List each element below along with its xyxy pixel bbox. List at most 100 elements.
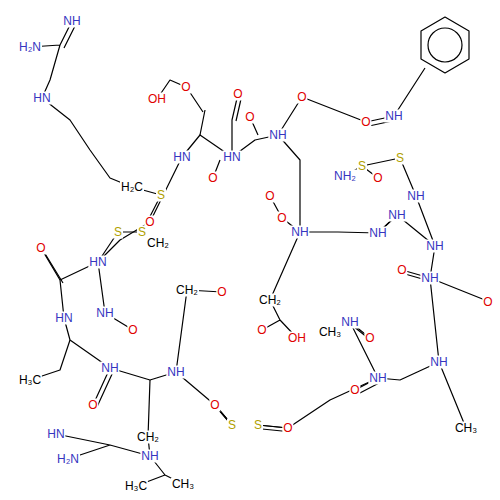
- atom-label-anchor: S: [357, 160, 367, 173]
- atom-label: HN: [54, 312, 73, 325]
- atom-label-anchor: HN: [172, 151, 191, 164]
- atom-label: O: [209, 399, 220, 412]
- atom-label: NH: [95, 307, 114, 320]
- atom-label: HN: [46, 428, 65, 441]
- atom-label-anchor: O: [87, 399, 98, 412]
- atom-label: H₂N: [56, 453, 80, 466]
- atom-label: HN: [32, 92, 51, 105]
- atom-label-anchor: NH: [62, 15, 81, 28]
- atom-label: NH: [406, 190, 425, 203]
- atom-label-anchor: HN: [88, 256, 107, 269]
- atom-label-anchor: H₃C: [124, 480, 148, 493]
- atom-label-anchor: CH₂: [136, 431, 160, 444]
- atom-label-anchor: O: [35, 242, 46, 255]
- atom-label-anchor: O: [244, 111, 255, 124]
- atom-label-anchor: HN: [32, 92, 51, 105]
- atom-label-anchor: S: [156, 189, 166, 202]
- atom-label: H₃C: [124, 480, 148, 493]
- atom-label: NH: [387, 209, 406, 222]
- atom-label: CH₂: [136, 431, 160, 444]
- atom-label-anchor: S: [227, 419, 237, 432]
- atom-label: CH₂: [146, 237, 170, 250]
- atom-label-anchor: CH₂: [258, 294, 282, 307]
- atom-label-anchor: O: [282, 422, 293, 435]
- atom-label: O: [127, 324, 138, 337]
- atom-label: O: [256, 324, 267, 337]
- atom-label-anchor: O: [364, 332, 375, 345]
- aromatic-circle: [428, 28, 462, 62]
- atom-label: OH: [287, 332, 307, 345]
- atom-label: S: [395, 152, 405, 165]
- atom-label-anchor: S: [395, 152, 405, 165]
- atom-label: NH: [62, 15, 81, 28]
- atom-label: NH: [166, 366, 185, 379]
- atom-label: CH₃: [454, 422, 478, 435]
- atom-label: O: [296, 91, 307, 104]
- atom-label-anchor: H₂N: [18, 41, 42, 54]
- atom-label: HN: [172, 151, 191, 164]
- atom-label: O: [372, 172, 383, 185]
- atom-label-anchor: OH: [287, 332, 307, 345]
- atom-label-anchor: NH: [425, 240, 444, 253]
- macrocycle-backbone: [60, 135, 439, 428]
- atom-label: S: [156, 189, 166, 202]
- atom-label: O: [364, 332, 375, 345]
- atom-label-anchor: H₃C: [18, 374, 42, 387]
- atom-label: CH₂: [258, 294, 282, 307]
- phenyl-ring: [421, 17, 469, 73]
- atom-label: O: [482, 296, 493, 309]
- atom-label-anchor: NH: [368, 227, 387, 240]
- atom-label-anchor: NH: [387, 209, 406, 222]
- atom-label-anchor: O: [207, 172, 218, 185]
- atom-label-anchor: NH: [95, 307, 114, 320]
- atom-label: O: [349, 384, 360, 397]
- atom-label-anchor: CH₃: [171, 478, 195, 491]
- atom-label: NH: [340, 316, 359, 329]
- atom-label: NH: [384, 110, 403, 123]
- atom-label-anchor: NH: [268, 129, 287, 142]
- atom-label-anchor: O: [276, 212, 287, 225]
- atom-label: O: [276, 212, 287, 225]
- atom-label-anchor: NH: [406, 190, 425, 203]
- atom-label-anchor: O: [232, 88, 243, 101]
- atom-label: HN: [88, 256, 107, 269]
- atom-label: NH: [140, 450, 159, 463]
- atom-label-anchor: NH: [166, 366, 185, 379]
- atom-label: O: [35, 242, 46, 255]
- atom-label-anchor: O: [349, 384, 360, 397]
- atom-label-anchor: H₂C: [120, 181, 144, 194]
- atom-label: O: [244, 111, 255, 124]
- atom-label: NH: [100, 362, 119, 375]
- atom-label-anchor: NH: [429, 356, 448, 369]
- atom-label: O: [180, 81, 191, 94]
- atom-label: NH: [268, 129, 287, 142]
- atom-label-anchor: O: [256, 324, 267, 337]
- atom-label-anchor: CH₃: [318, 326, 342, 339]
- atom-label: CH₃: [171, 478, 195, 491]
- atom-label: O: [232, 88, 243, 101]
- atom-label-anchor: CH₂: [146, 237, 170, 250]
- atom-label: S: [357, 160, 367, 173]
- atom-label: O: [207, 172, 218, 185]
- atom-label: H₃C: [18, 374, 42, 387]
- atom-label-anchor: O: [396, 264, 407, 277]
- atom-label-anchor: OH: [147, 93, 167, 106]
- atom-label: NH: [429, 356, 448, 369]
- atom-label-anchor: O: [209, 399, 220, 412]
- atom-label-anchor: O: [216, 286, 227, 299]
- atom-label: H₂N: [18, 41, 42, 54]
- atom-label: NH₂: [333, 170, 357, 183]
- atom-label: HN: [222, 151, 241, 164]
- atom-label-anchor: S: [113, 226, 123, 239]
- atom-label-anchor: HN: [54, 312, 73, 325]
- atom-label: O: [396, 264, 407, 277]
- atom-label-anchor: NH₂: [333, 170, 357, 183]
- atom-label: O: [360, 116, 371, 129]
- atom-label: NH: [368, 227, 387, 240]
- atom-label: NH: [420, 272, 439, 285]
- double-bonds: [44, 26, 433, 432]
- atom-label-anchor: HN: [46, 428, 65, 441]
- atom-label: S: [253, 419, 263, 432]
- atom-label: S: [227, 419, 237, 432]
